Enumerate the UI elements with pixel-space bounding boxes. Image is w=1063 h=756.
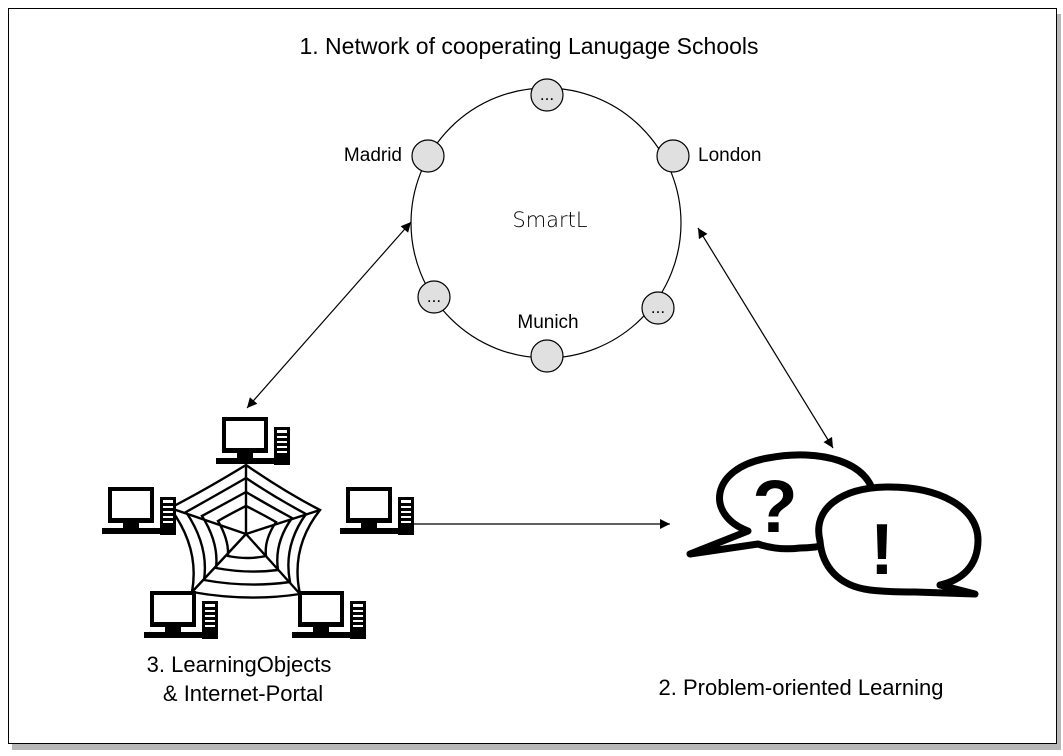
madrid-label: Madrid xyxy=(344,145,402,166)
question-mark: ? xyxy=(752,465,797,548)
computer-icon xyxy=(340,487,414,535)
school-node-top-label: ... xyxy=(540,85,554,104)
exclamation-mark: ! xyxy=(870,510,894,590)
exclamation-speech-bubble xyxy=(815,483,982,598)
school-node-top xyxy=(530,78,564,112)
computer-icon xyxy=(102,487,176,535)
school-node-lower-right-label: ... xyxy=(651,298,665,317)
school-node-lower-left xyxy=(417,280,451,314)
arrow-ring-to-problem-learning xyxy=(697,227,834,449)
computer-icon xyxy=(292,591,366,639)
school-node-lower-right xyxy=(641,291,675,325)
portal-label-line2: & Internet-Portal xyxy=(163,681,323,706)
arrow-ring-to-portal xyxy=(246,221,412,409)
munich-label: Munich xyxy=(517,312,578,333)
london-label: London xyxy=(698,145,761,166)
school-node-munich xyxy=(530,339,564,373)
ring-center-label: SmartL xyxy=(512,208,588,232)
internet-portal-web xyxy=(168,463,322,599)
school-node-madrid xyxy=(411,139,445,173)
portal-label-line1: 3. LearningObjects xyxy=(147,652,332,677)
school-node-london xyxy=(656,139,690,173)
diagram-title: 1. Network of cooperating Lanugage Schoo… xyxy=(299,33,758,59)
computer-icon xyxy=(144,591,218,639)
school-node-lower-left-label: ... xyxy=(427,287,441,306)
problem-learning-label: 2. Problem-oriented Learning xyxy=(659,675,944,700)
computer-icon xyxy=(216,417,290,465)
